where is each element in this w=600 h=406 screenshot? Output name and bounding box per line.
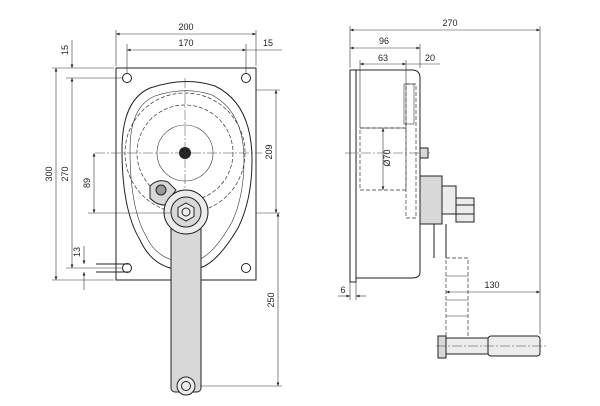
mounting-hole-top-left bbox=[122, 73, 132, 83]
winch-housing bbox=[121, 80, 253, 269]
dim-depth-overall: 270 bbox=[442, 18, 457, 28]
mounting-hole-bottom-left bbox=[122, 263, 132, 273]
side-housing bbox=[355, 69, 421, 279]
side-bolt bbox=[455, 197, 475, 223]
dim-drum-width: 63 bbox=[378, 53, 388, 63]
side-drum bbox=[359, 69, 407, 129]
dim-handle-length: 130 bbox=[484, 280, 499, 290]
dim-crank-length: 250 bbox=[266, 292, 276, 307]
front-view: 200 170 15 15 300 270 89 bbox=[44, 22, 282, 396]
front-dimensions: 200 170 15 15 300 270 89 bbox=[44, 22, 282, 387]
crank-arm bbox=[170, 213, 202, 393]
dim-height-overall: 300 bbox=[44, 166, 54, 181]
dim-drum-height: 209 bbox=[264, 144, 274, 159]
dim-plate-thickness: 6 bbox=[340, 285, 345, 295]
crank-end-hole bbox=[176, 376, 196, 396]
ratchet-gear bbox=[163, 189, 209, 235]
dim-edge-top: 15 bbox=[60, 45, 70, 55]
side-handle bbox=[436, 335, 546, 359]
mounting-hole-top-right bbox=[241, 73, 251, 83]
dim-bottom-hole-offset: 13 bbox=[72, 247, 82, 257]
dim-depth-96: 96 bbox=[379, 36, 389, 46]
dim-width-holes: 170 bbox=[178, 38, 193, 48]
side-ratchet bbox=[419, 175, 443, 225]
side-crank-shaft bbox=[445, 257, 469, 339]
dim-flange: 20 bbox=[425, 53, 435, 63]
side-dimensions: 270 96 63 20 Ø70 6 130 bbox=[338, 18, 541, 334]
side-view: 270 96 63 20 Ø70 6 130 bbox=[338, 18, 546, 359]
dim-drum-to-shaft: 89 bbox=[82, 178, 92, 188]
dim-drum-diameter: Ø70 bbox=[382, 149, 392, 166]
side-base-plate bbox=[349, 69, 357, 283]
mounting-hole-bottom-right bbox=[241, 263, 251, 273]
dim-width-overall: 200 bbox=[178, 22, 193, 32]
dim-edge-right: 15 bbox=[263, 38, 273, 48]
dim-height-holes: 270 bbox=[60, 166, 70, 181]
